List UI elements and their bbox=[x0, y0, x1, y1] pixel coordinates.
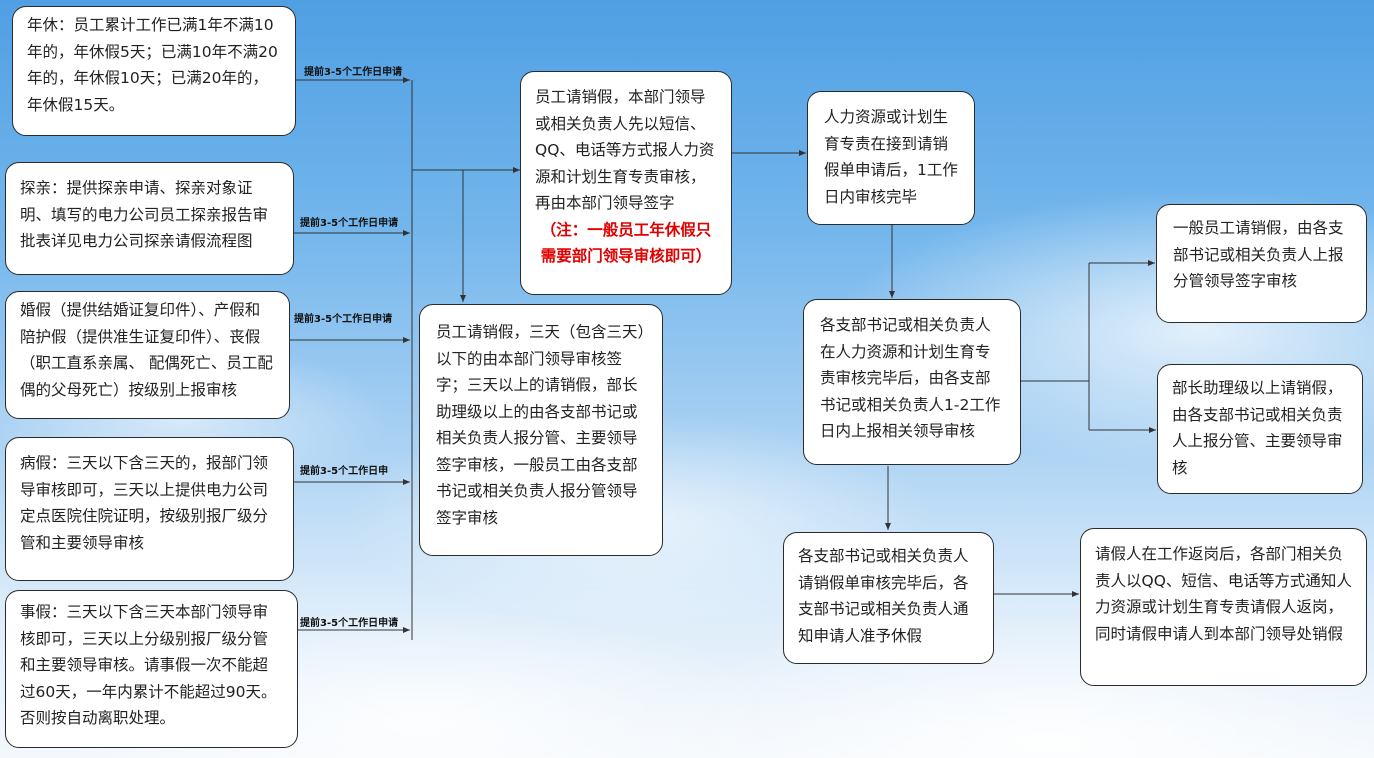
hr-review-box: 人力资源或计划生育专责在接到请销假单申请后，1工作日内审核完毕 bbox=[807, 91, 975, 225]
marriage-leave-box: 婚假（提供结婚证复印件）、产假和陪护假（提供准生证复印件）、丧假（职工直系亲属、… bbox=[5, 291, 290, 419]
dept-report-note: （注：一般员工年休假只需要部门领导审核即可） bbox=[540, 220, 712, 266]
advance-label-2: 提前3-5个工作日申请 bbox=[300, 218, 399, 229]
dept-report-box: 员工请销假，本部门领导或相关负责人先以短信、QQ、电话等方式报人力资源和计划生育… bbox=[520, 71, 732, 295]
advance-label-1: 提前3-5个工作日申请 bbox=[304, 67, 403, 78]
advance-label-5: 提前3-5个工作日申请 bbox=[300, 618, 399, 629]
three-day-rule-box: 员工请销假，三天（包含三天）以下的由本部门领导审核签字；三天以上的请销假，部长助… bbox=[419, 304, 663, 556]
dept-report-text: 员工请销假，本部门领导或相关负责人先以短信、QQ、电话等方式报人力资源和计划生育… bbox=[535, 88, 715, 212]
advance-label-3: 提前3-5个工作日申请 bbox=[294, 314, 393, 325]
senior-staff-box: 部长助理级以上请销假，由各支部书记或相关负责人上报分管、主要领导审核 bbox=[1157, 364, 1363, 494]
sick-leave-box: 病假：三天以下含三天的，报部门领导审核即可，三天以上提供电力公司定点医院住院证明… bbox=[5, 437, 294, 581]
general-staff-box: 一般员工请销假，由各支部书记或相关负责人上报分管领导签字审核 bbox=[1156, 204, 1367, 323]
family-visit-box: 探亲：提供探亲申请、探亲对象证明、填写的电力公司员工探亲报告审批表详见电力公司探… bbox=[5, 162, 294, 275]
annual-leave-box: 年休：员工累计工作已满1年不满10年的，年休假5天；已满10年不满20年的，年休… bbox=[12, 6, 296, 136]
branch-report-box: 各支部书记或相关负责人在人力资源和计划生育专责审核完毕后，由各支部书记或相关负责… bbox=[803, 299, 1021, 465]
advance-label-4: 提前3-5个工作日申 bbox=[300, 466, 389, 477]
branch-notify-box: 各支部书记或相关负责人请销假单审核完毕后，各支部书记或相关负责人通知申请人准予休… bbox=[783, 532, 994, 664]
personal-leave-box: 事假：三天以下含三天本部门领导审核即可，三天以上分级别报厂级分管和主要领导审核。… bbox=[5, 590, 298, 748]
return-to-post-box: 请假人在工作返岗后，各部门相关负责人以QQ、短信、电话等方式通知人力资源或计划生… bbox=[1080, 528, 1367, 686]
